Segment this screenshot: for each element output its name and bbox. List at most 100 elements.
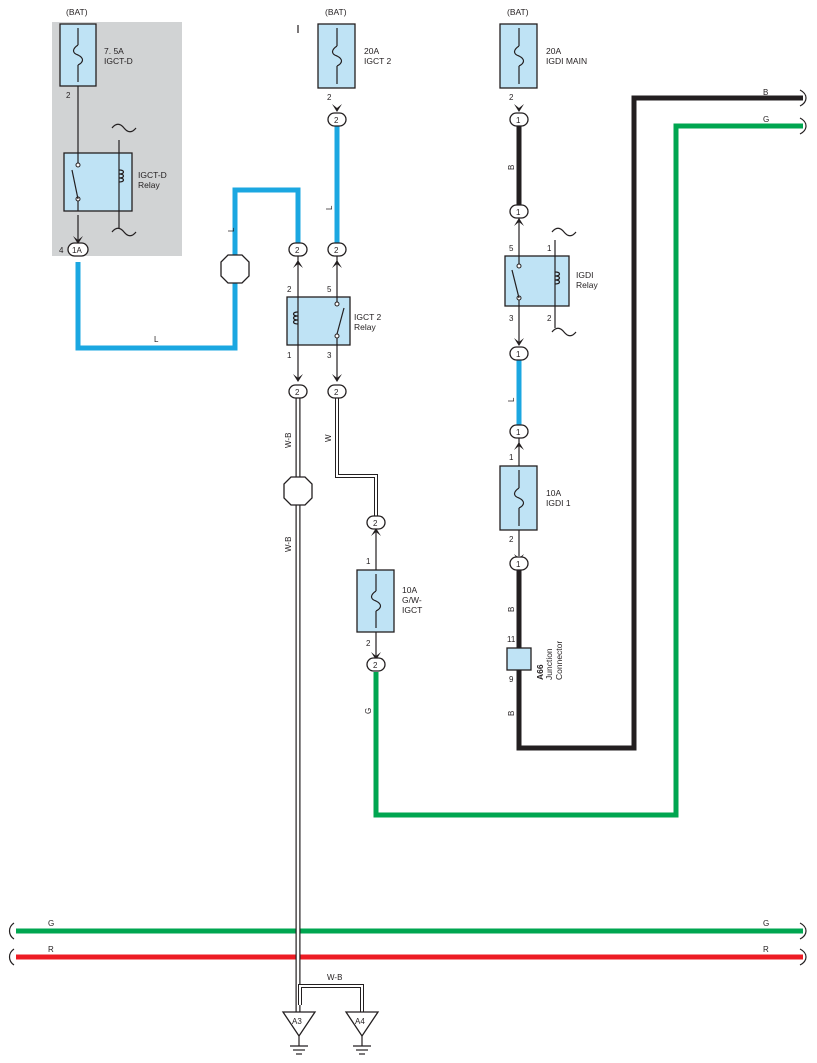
break-mark-bus-g-left [8, 922, 15, 940]
power-label-igct2: (BAT) [325, 7, 347, 17]
wire-label-b3: B [507, 711, 516, 716]
wire-label-w: W [324, 434, 333, 442]
fuse-igct-d-name: IGCT-D [104, 56, 133, 66]
wire-label-wb2: W-B [284, 537, 293, 552]
connector-1a [67, 242, 89, 257]
fuse-igdi1-pin-out: 2 [509, 535, 514, 544]
connectors-2 [288, 112, 386, 672]
wire-label-b2: B [507, 607, 516, 612]
junction-label-2: Connector [554, 641, 564, 680]
relay-igct2-pin-1: 1 [287, 351, 292, 360]
conn-igct2-relay-in-a: 2 [295, 246, 300, 255]
bus-label-r-left: R [48, 945, 54, 954]
conn-igct2-fuse-2: 2 [334, 116, 339, 125]
wire-green-gw-to-right [373, 123, 803, 818]
conn-igdi-main-1: 1 [516, 116, 521, 125]
connector-arrows [73, 104, 524, 660]
wire-label-l4: L [507, 397, 516, 402]
wire-label-l3: L [325, 205, 334, 210]
fuse-gw-igct [356, 569, 395, 633]
break-mark-bus-r-left [8, 948, 15, 966]
junction-pin-top: 11 [507, 635, 516, 644]
connector-1a-pin: 4 [59, 246, 64, 255]
conn-igdi1-out: 1 [516, 560, 521, 569]
splice-octagon-wb [283, 476, 313, 506]
break-mark-b-right [799, 89, 807, 107]
fuse-igdi1-rating: 10A [546, 488, 561, 498]
splice-octagon-blue [220, 254, 250, 284]
junction-id: A66 [535, 664, 545, 680]
fuse-gw-igct-pin-out: 2 [366, 639, 371, 648]
fuse-gw-igct-name-2: IGCT [402, 605, 422, 615]
fuse-igdi-main-rating: 20A [546, 46, 561, 56]
break-mark-bus-r-right [799, 948, 807, 966]
relay-igdi-pin-2: 2 [547, 314, 552, 323]
relay-igct2-pin-5: 5 [327, 285, 332, 294]
relay-igdi-pin-1: 1 [547, 244, 552, 253]
fuse-igct2-rating: 20A [364, 46, 379, 56]
fuse-igct-d [59, 23, 97, 87]
break-mark-g-right [799, 117, 807, 135]
bus-label-g-right: G [763, 919, 769, 928]
junction-pin-bottom: 9 [509, 675, 514, 684]
relay-igct-d [63, 152, 133, 212]
relay-igdi [504, 255, 570, 307]
fuse-igct-d-rating: 7. 5A [104, 46, 124, 56]
fuse-igct-d-pin: 2 [66, 91, 71, 100]
ground-a4 [344, 1011, 380, 1055]
conn-gw-in: 2 [373, 519, 378, 528]
wire-label-wb1: W-B [284, 433, 293, 448]
fuse-gw-igct-rating: 10A [402, 585, 417, 595]
fuse-gw-igct-name-1: G/W- [402, 595, 422, 605]
wire-label-l2: L [154, 335, 159, 344]
junction-a66 [506, 647, 532, 671]
fuse-igct2 [317, 23, 356, 89]
relay-igdi-pin-3: 3 [509, 314, 514, 323]
wire-label-b-right: B [763, 88, 768, 97]
relay-igct2-name-1: IGCT 2 [354, 312, 382, 322]
fuse-igdi-main-pin: 2 [509, 93, 514, 102]
connector-1a-label: 1A [72, 246, 82, 255]
conn-igct2-relay-in-b: 2 [334, 246, 339, 255]
fuse-igdi1-pin-in: 1 [509, 453, 514, 462]
wire-label-g: G [364, 708, 373, 714]
ground-a3 [281, 1011, 317, 1055]
relay-igct2 [286, 296, 351, 346]
power-label-igdi-main: (BAT) [507, 7, 529, 17]
wire-label-b1: B [507, 165, 516, 170]
fuse-igdi1-name: IGDI 1 [546, 498, 571, 508]
relay-igdi-name-2: Relay [576, 280, 598, 290]
connectors-1 [509, 112, 529, 571]
relay-igct2-pin-3: 3 [327, 351, 332, 360]
wire-label-wb3: W-B [327, 973, 342, 982]
fuse-igct2-pin: 2 [327, 93, 332, 102]
conn-igct2-relay-out-b: 2 [334, 388, 339, 397]
break-mark-bus-g-right [799, 922, 807, 940]
fuse-igdi1 [499, 465, 538, 531]
wire-w-igct2-to-gw [335, 398, 378, 516]
relay-igdi-pin-5: 5 [509, 244, 514, 253]
junction-label-1: Junction [544, 648, 554, 680]
conn-gw-out: 2 [373, 661, 378, 670]
ground-a3-label: A3 [292, 1017, 302, 1026]
conn-igdi-relay-in: 1 [516, 208, 521, 217]
conn-igdi-relay-out: 1 [516, 350, 521, 359]
fuse-igdi-main [499, 23, 538, 89]
relay-igdi-name-1: IGDI [576, 270, 593, 280]
fuse-igdi-main-name: IGDI MAIN [546, 56, 587, 66]
wire-label-l1: L [227, 227, 236, 232]
relay-igct2-pin-2: 2 [287, 285, 292, 294]
power-label-igct-d: (BAT) [66, 7, 88, 17]
ground-a4-label: A4 [355, 1017, 365, 1026]
bus-label-g-left: G [48, 919, 54, 928]
conn-igdi1-in: 1 [516, 428, 521, 437]
bus-label-r-right: R [763, 945, 769, 954]
relay-igct2-name-2: Relay [354, 322, 376, 332]
fuse-gw-igct-pin-in: 1 [366, 557, 371, 566]
relay-igct-d-name-1: IGCT-D [138, 170, 167, 180]
relay-igct-d-name-2: Relay [138, 180, 160, 190]
conn-igct2-relay-out-a: 2 [295, 388, 300, 397]
fuse-igct2-name: IGCT 2 [364, 56, 392, 66]
wire-label-g-right: G [763, 115, 769, 124]
